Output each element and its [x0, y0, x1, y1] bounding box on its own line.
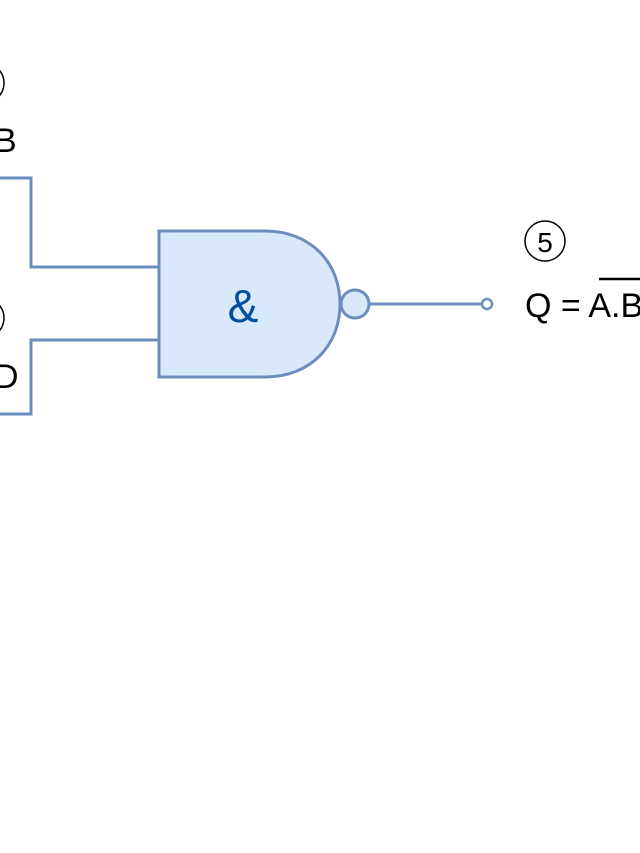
inversion-bubble	[339, 288, 371, 320]
gate-symbol: &	[228, 280, 259, 332]
output-marker: 5	[524, 220, 566, 262]
input-bottom-label: D	[0, 358, 19, 396]
output-expression-prefix: Q =	[525, 287, 588, 325]
output-marker-number: 5	[537, 227, 553, 258]
output-expression-overlined: A.B	[588, 287, 640, 325]
input-bottom-marker: 4	[0, 304, 5, 332]
input-top-wire	[0, 176, 159, 269]
input-top-label: B	[0, 122, 17, 160]
output-expression: Q = A.B	[525, 287, 640, 325]
output-terminal	[480, 297, 494, 311]
input-bottom-wire	[0, 338, 159, 416]
input-top-marker: 2	[0, 69, 5, 97]
